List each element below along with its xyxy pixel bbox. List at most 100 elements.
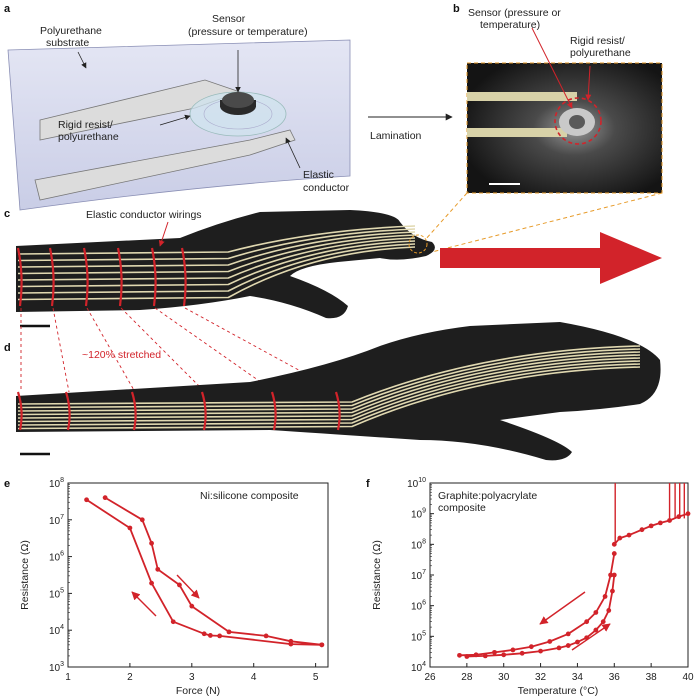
- photo-rigid-leader: [585, 65, 592, 101]
- data-point: [177, 582, 182, 588]
- x-tick-label: 26: [424, 672, 436, 683]
- sensor-location-marker: [408, 234, 428, 254]
- stretch-arrow: [440, 232, 662, 284]
- data-point: [84, 497, 89, 503]
- stretch-marker: [16, 391, 23, 431]
- x-tick-label: 38: [646, 672, 658, 683]
- data-point: [648, 523, 654, 529]
- y-tick-label: 105: [49, 587, 64, 600]
- wire-trace: [17, 240, 416, 288]
- y-tick-label: 108: [411, 538, 426, 551]
- stretch-markers-stretched: [16, 391, 341, 431]
- data-point: [602, 594, 608, 599]
- stretch-marker: [48, 247, 55, 307]
- data-point: [575, 639, 580, 645]
- panel-a: a Polyurethane substrate Sensor (pressur…: [4, 3, 351, 211]
- wire-trace: [17, 237, 416, 281]
- stretch-marker: [270, 391, 277, 431]
- chart-e-frame: [67, 482, 329, 668]
- data-point: [155, 566, 161, 572]
- photo-highlight-circle: [554, 97, 602, 145]
- data-point: [600, 619, 606, 625]
- data-point: [547, 639, 553, 644]
- conductor-label-1: Elastic: [303, 169, 334, 181]
- y-tick-label: 108: [49, 477, 64, 490]
- data-point: [538, 648, 543, 654]
- x-tick-label: 3: [189, 672, 195, 683]
- wire-trace: [17, 231, 416, 268]
- hand-relaxed: [16, 210, 435, 319]
- chart-e-ylabel: Resistance (Ω): [19, 540, 31, 610]
- data-point: [457, 652, 462, 658]
- wire-trace: [17, 363, 641, 426]
- data-point: [510, 647, 516, 653]
- panel-d: d ~120% stretched: [4, 322, 661, 461]
- x-tick-label: 32: [535, 672, 547, 683]
- data-point: [593, 627, 599, 633]
- data-point: [263, 633, 269, 639]
- wire-trace: [17, 234, 416, 275]
- panel-letter-f: f: [366, 478, 370, 490]
- data-point: [593, 610, 599, 615]
- x-tick-label: 30: [498, 672, 510, 683]
- series-line: [613, 512, 689, 545]
- chart-f-arrow-heat: [571, 623, 611, 651]
- stretch-line: [86, 307, 136, 393]
- data-point: [639, 527, 645, 533]
- photo-wire-top: [467, 92, 577, 101]
- lamination-label: Lamination: [370, 130, 422, 142]
- y-tick-label: 107: [49, 514, 64, 527]
- panel-letter-c: c: [4, 208, 10, 220]
- sensor-label-1: Sensor: [212, 13, 246, 25]
- stretch-marker: [16, 247, 23, 307]
- elastic-conductor-track-bottom: [34, 129, 296, 201]
- zoom-line-left: [424, 192, 468, 241]
- substrate-label-1: Polyurethane: [40, 25, 102, 37]
- series-line: [86, 499, 322, 646]
- data-point: [501, 652, 507, 658]
- hand-stretched: [16, 322, 661, 461]
- wirings-label: Elastic conductor wirings: [86, 209, 202, 221]
- x-tick-label: 2: [127, 672, 133, 683]
- data-point: [127, 525, 133, 531]
- data-point: [676, 514, 682, 520]
- substrate-sheet: [7, 39, 351, 211]
- data-point: [608, 572, 613, 578]
- series-line: [104, 496, 322, 646]
- data-point: [288, 641, 294, 647]
- stretch-marker: [200, 391, 207, 431]
- panel-b: b Sensor (pressure or temperature) Rigid…: [453, 3, 663, 194]
- data-point: [519, 650, 525, 656]
- rigid-label-2: polyurethane: [58, 131, 119, 143]
- photo-wire-bottom: [467, 128, 567, 137]
- photo-sensor-label-1: Sensor (pressure or: [468, 7, 561, 19]
- data-point: [149, 580, 154, 586]
- substrate-leader: [77, 51, 87, 69]
- data-point: [565, 643, 571, 648]
- stretch-line: [120, 307, 206, 393]
- x-tick-label: 40: [682, 672, 694, 683]
- conductor-label-2: conductor: [303, 182, 350, 194]
- data-point: [201, 631, 207, 637]
- chart-f-xlabel: Temperature (°C): [518, 685, 599, 697]
- data-point: [482, 653, 488, 659]
- stretch-marker: [130, 391, 137, 431]
- stretch-marker: [82, 247, 89, 307]
- wire-trace: [17, 345, 641, 405]
- wire-trace: [17, 348, 641, 409]
- y-tick-label: 106: [49, 551, 64, 564]
- y-tick-label: 105: [411, 630, 426, 643]
- stretch-marker: [150, 247, 157, 307]
- panel-letter-a: a: [4, 3, 11, 15]
- chart-f-annotation-1: Graphite:polyacrylate: [438, 490, 537, 502]
- wire-trace: [17, 366, 641, 430]
- data-point: [492, 649, 497, 655]
- y-tick-label: 1010: [407, 477, 426, 490]
- x-tick-label: 34: [572, 672, 584, 683]
- photo-rigid-label-2: polyurethane: [570, 47, 631, 59]
- stretch-line: [52, 307, 70, 393]
